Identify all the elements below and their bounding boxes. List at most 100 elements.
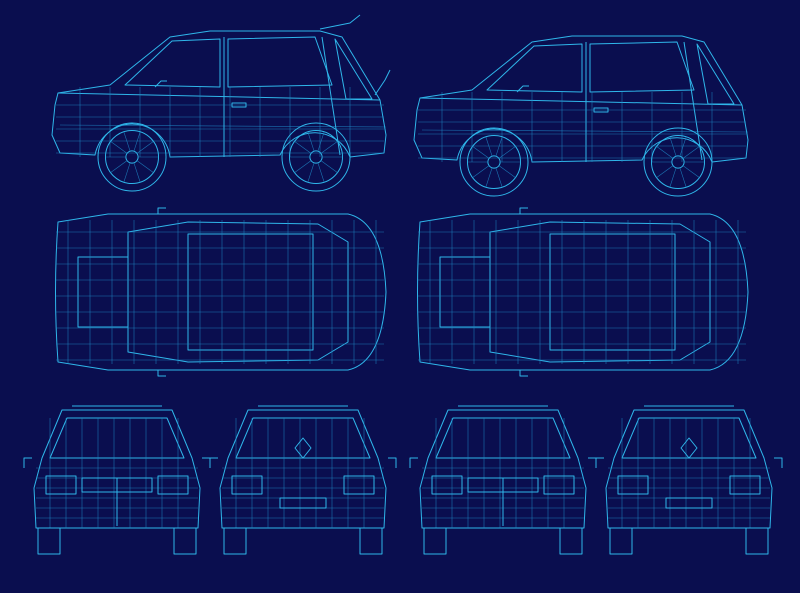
right-tire [173, 527, 197, 555]
license-plate [279, 497, 327, 509]
door-handle-icon [231, 102, 247, 108]
right-tire [745, 527, 769, 555]
front-wheel-spoke [485, 136, 493, 157]
mirror-icon [209, 457, 397, 468]
right-light [729, 475, 761, 495]
rear-wheel-spoke [307, 162, 315, 183]
side-window [589, 41, 695, 93]
left-tire [37, 527, 61, 555]
cabin-outline [489, 221, 711, 363]
right-light [343, 475, 375, 495]
windshield-window [124, 38, 221, 88]
front-wheel-spoke [498, 146, 516, 159]
rear-wheel-spoke [320, 141, 338, 154]
belt-line [419, 97, 743, 106]
front-wheel-spoke [495, 167, 503, 188]
front-wheel-spoke [123, 131, 131, 152]
rear-wheel-spoke [320, 160, 338, 173]
rear-wheel-tire [643, 127, 713, 197]
rear-window [235, 417, 371, 459]
left-light [45, 475, 77, 495]
top-view-left [55, 207, 387, 377]
front-view-2 [409, 405, 597, 555]
rear-wheel-spoke [679, 167, 687, 188]
front-wheel-spoke [485, 167, 493, 188]
side-view-right [413, 35, 749, 197]
rear-wheel-spoke [317, 131, 325, 152]
roof-panel [549, 233, 676, 351]
front-wheel-tire [459, 127, 529, 197]
windshield [435, 417, 571, 459]
rear-wheel-spoke [307, 131, 315, 152]
left-light [431, 475, 463, 495]
windshield [49, 417, 185, 459]
mirror-icon [157, 207, 166, 377]
front-wheel-spoke [472, 146, 490, 159]
front-wheel-spoke [472, 165, 490, 178]
front-view-1 [23, 405, 211, 555]
rear-wheel-spoke [294, 160, 312, 173]
body-outline [417, 213, 749, 371]
body-outline [219, 409, 387, 529]
front-wheel-tire [97, 122, 167, 192]
body-crease [421, 129, 749, 133]
front-wheel-spoke [110, 160, 128, 173]
badge-icon [680, 437, 698, 459]
door-line [321, 36, 341, 156]
right-light [157, 475, 189, 495]
windshield-window [486, 43, 583, 93]
front-wheel-spoke [495, 136, 503, 157]
front-wheel-spoke [498, 165, 516, 178]
rear-wheel-spoke [294, 141, 312, 154]
mirror-icon [154, 80, 167, 88]
rear-wheel-spoke [317, 162, 325, 183]
right-tire [359, 527, 383, 555]
mirror-icon [409, 457, 597, 468]
roof-panel [187, 233, 314, 351]
left-light [231, 475, 263, 495]
rear-window [621, 417, 757, 459]
door-handle-icon [593, 107, 609, 113]
front-wheel-rim [104, 129, 160, 185]
right-light [543, 475, 575, 495]
mirror-icon [519, 207, 528, 377]
license-plate [665, 497, 713, 509]
front-wheel-spoke [123, 162, 131, 183]
body-outline [55, 213, 387, 371]
mirror-icon [516, 85, 529, 93]
mirror-icon [23, 457, 211, 468]
rear-wheel-spoke [682, 146, 700, 159]
badge-icon [294, 437, 312, 459]
right-tire [559, 527, 583, 555]
side-window [227, 36, 333, 88]
belt-line [57, 92, 381, 101]
left-light [617, 475, 649, 495]
hood-panel [439, 256, 491, 328]
rear-window [334, 38, 373, 100]
rear-wheel-spoke [656, 165, 674, 178]
rear-wheel-spoke [679, 136, 687, 157]
mirror-icon [595, 457, 783, 468]
left-tire [423, 527, 447, 555]
door-line [683, 41, 703, 161]
cabin-outline [127, 221, 349, 363]
rear-wheel-spoke [669, 167, 677, 188]
front-wheel-spoke [133, 131, 141, 152]
spoiler [319, 14, 391, 96]
body-outline [605, 409, 773, 529]
front-wheel-spoke [110, 141, 128, 154]
front-wheel-spoke [133, 162, 141, 183]
rear-window [696, 43, 735, 105]
front-wheel-hub [487, 155, 501, 169]
rear-wheel-spoke [656, 146, 674, 159]
left-tire [223, 527, 247, 555]
front-wheel-spoke [136, 141, 154, 154]
rear-wheel-tire [281, 122, 351, 192]
rear-wheel-spoke [682, 165, 700, 178]
side-view-left [51, 14, 391, 192]
left-tire [609, 527, 633, 555]
rear-view-1 [209, 405, 397, 555]
top-view-right [417, 207, 749, 377]
